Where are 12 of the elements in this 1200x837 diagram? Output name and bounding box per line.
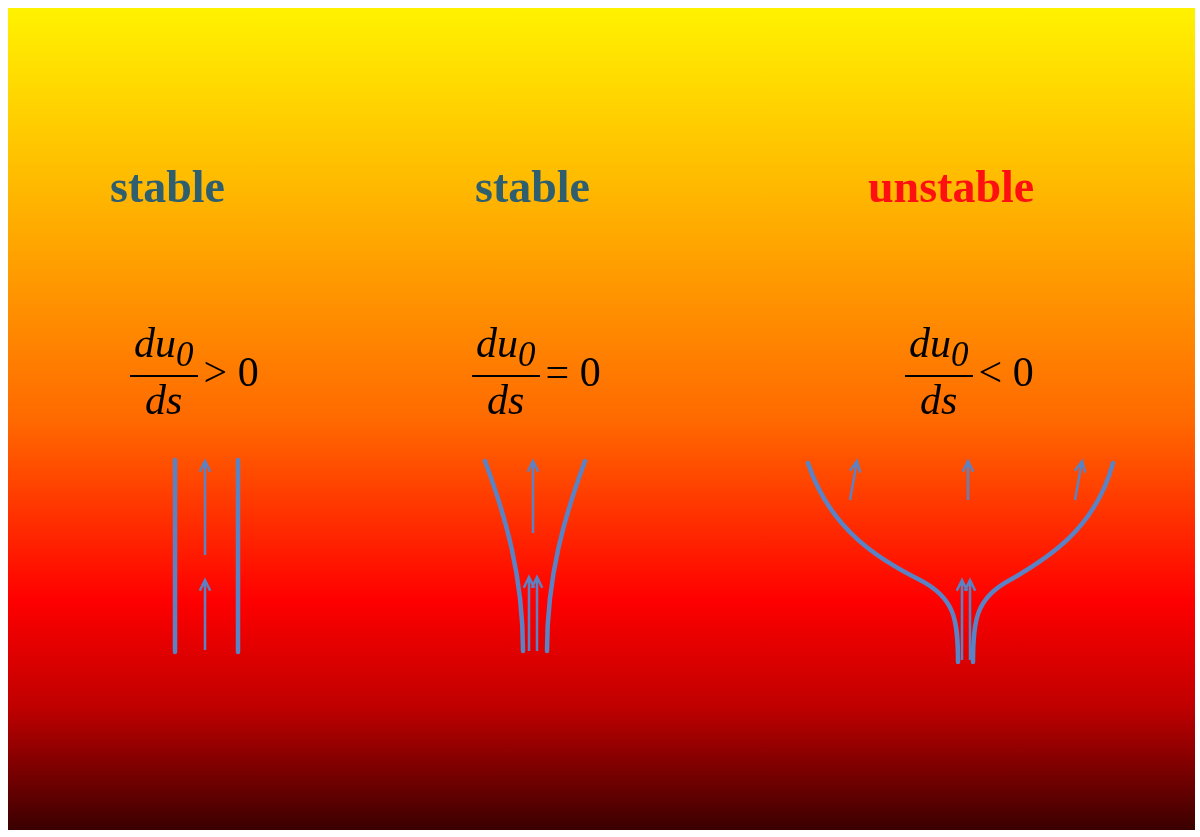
state-heading: stable (475, 160, 590, 213)
fraction-numerator: du$_{0}$ (130, 320, 198, 377)
fraction-denominator: ds (145, 376, 183, 424)
fraction-numerator: du$_{0}$ (905, 320, 973, 377)
fraction-numerator: du$_{0}$ (472, 320, 540, 377)
state-heading: stable (110, 160, 225, 213)
comparison-term: > 0 (203, 347, 259, 396)
state-heading: unstable (868, 160, 1035, 213)
comparison-term: = 0 (545, 347, 601, 396)
fraction-denominator: ds (920, 376, 958, 424)
fraction-denominator: ds (487, 376, 525, 424)
comparison-term: < 0 (978, 347, 1034, 396)
